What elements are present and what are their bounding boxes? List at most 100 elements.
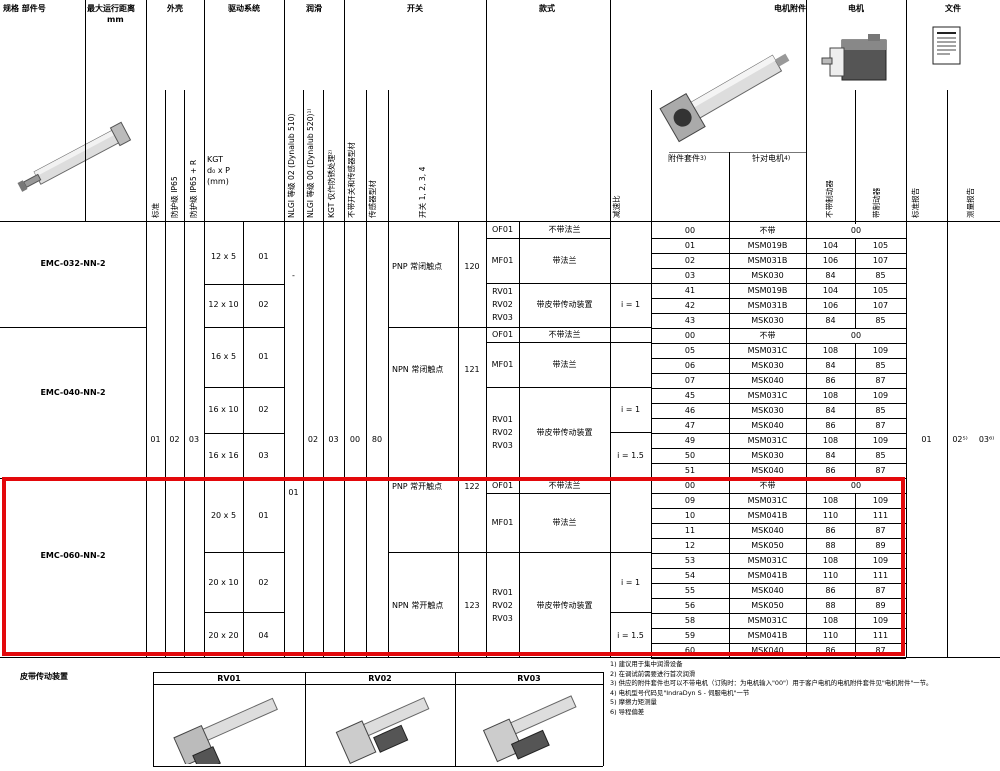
motor-type-cell: MSK030: [751, 271, 784, 280]
accessory-kit-cell: 41: [684, 286, 696, 295]
accessory-kit-cell: 43: [684, 316, 696, 325]
kgt-size-5: 20 x 5: [210, 511, 237, 520]
kgt-label: KGT: [207, 155, 224, 164]
kgt-formula: d₀ x P: [207, 166, 230, 175]
motor-row-divider: [651, 613, 906, 614]
motor-type-cell: MSM031B: [747, 256, 788, 265]
no-brake-cell: 104: [822, 241, 839, 250]
housing-ip65r-code: 03: [188, 435, 200, 444]
brake-cell: 89: [875, 601, 886, 610]
header-motor-accessories: 电机附件: [774, 4, 806, 13]
footnote-2: 2) 在调试前需要进行首次润滑: [610, 669, 696, 678]
brake-cell: 85: [875, 361, 886, 370]
merged-cell-cover: [855, 329, 857, 343]
no-brake-cell: 106: [822, 256, 839, 265]
motor-row-divider: [651, 523, 906, 524]
motor-type-cell: MSM019B: [747, 241, 788, 250]
no-brake-cell: 00: [850, 481, 862, 490]
motor-row-divider: [651, 358, 906, 359]
brake-cell: 85: [875, 451, 886, 460]
product-emc-060: EMC-060-NN-2: [40, 551, 106, 560]
vlabel-no-brake: 不带制动器: [825, 180, 834, 218]
model-rv03-a: RV03: [492, 313, 513, 322]
brake-cell: 111: [872, 631, 889, 640]
model-rv03-c: RV03: [492, 614, 513, 623]
kgt-code-5: 01: [258, 511, 269, 520]
accessory-kit-cell: 03: [684, 271, 696, 280]
brake-cell: 109: [872, 436, 889, 445]
highlight-frame-emc-060: [2, 477, 905, 656]
brake-cell: 111: [872, 511, 889, 520]
brake-cell: 109: [872, 616, 889, 625]
accessory-kit-cell: 59: [684, 631, 696, 640]
motor-row-divider: [651, 598, 906, 599]
brake-cell: 87: [875, 376, 886, 385]
accessory-kit-cell: 50: [684, 451, 696, 460]
no-brake-cell: 86: [825, 421, 836, 430]
switch-npn-nc-code: 121: [464, 365, 480, 374]
motor-type-cell: MSK030: [751, 316, 784, 325]
model-belt-c: 带皮带传动装置: [536, 601, 593, 610]
motor-row-divider: [651, 373, 906, 374]
product-emc-032: EMC-032-NN-2: [40, 259, 106, 268]
motor-accessory-image: [659, 53, 790, 143]
no-brake-cell: 110: [822, 631, 839, 640]
model-rv02-c: RV02: [492, 601, 513, 610]
motor-image: [821, 34, 887, 81]
motor-row-divider: [651, 298, 906, 299]
accessory-kit-cell: 00: [684, 481, 696, 490]
motor-type-cell: MSK040: [751, 466, 784, 475]
kgt-unit: (mm): [207, 177, 229, 186]
vlabel-ip65r: 防护级 IP65 + R: [189, 159, 198, 218]
footnote-3: 3) 供应的附件套件也可以不带电机（订购时：为电机输入"00"）用于客户电机的电…: [610, 679, 933, 687]
kgt-size-0: 12 x 5: [210, 252, 237, 261]
motor-row-divider: [651, 403, 906, 404]
no-brake-cell: 86: [825, 586, 836, 595]
motor-type-cell: MSK030: [751, 361, 784, 370]
header-switch: 开关: [407, 4, 423, 13]
no-brake-cell: 84: [825, 451, 836, 460]
accessory-kit-cell: 51: [684, 466, 696, 475]
motor-row-divider: [651, 553, 906, 554]
brake-cell: 107: [872, 301, 889, 310]
header-model: 款式: [539, 4, 555, 13]
model-flange-c: 带法兰: [552, 518, 577, 527]
lub-dash: -: [292, 271, 295, 280]
motor-type-cell: MSK050: [751, 601, 784, 610]
motor-type-cell: MSK040: [751, 646, 784, 655]
brake-cell: 109: [872, 496, 889, 505]
kgt-code-6: 02: [258, 578, 269, 587]
footer-rv03: RV03: [517, 674, 541, 683]
motor-row-divider: [651, 328, 906, 329]
motor-row-divider: [651, 283, 906, 284]
lub-03: 03: [328, 435, 339, 444]
switch-80: 80: [371, 435, 383, 444]
accessory-kit-cell: 56: [684, 601, 696, 610]
accessory-kit-cell: 06: [684, 361, 696, 370]
model-no-flange-c: 不带法兰: [548, 481, 581, 490]
housing-ip65-code: 02: [169, 435, 180, 444]
model-flange-a: 带法兰: [552, 256, 577, 265]
footer-rv01: RV01: [217, 674, 241, 683]
accessory-kit-cell: 00: [684, 226, 696, 235]
housing-std-code: 01: [150, 435, 161, 444]
vlabel-std-report: 标准报告: [911, 187, 920, 218]
model-mf01-a: MF01: [491, 256, 514, 265]
motor-row-divider: [651, 568, 906, 569]
kgt-code-0: 01: [258, 252, 269, 261]
no-brake-cell: 86: [825, 526, 836, 535]
no-brake-cell: 00: [850, 331, 862, 340]
actuator-image: [17, 121, 132, 192]
document-icon: [932, 26, 961, 65]
rv01-image: [173, 697, 278, 764]
motor-type-cell: MSK040: [751, 376, 784, 385]
motor-type-cell: MSK040: [751, 586, 784, 595]
header-documents: 文件: [945, 4, 961, 13]
motor-row-divider: [651, 658, 906, 659]
motor-row-divider: [651, 253, 906, 254]
model-rv01-b: RV01: [492, 415, 513, 424]
merged-cell-cover: [855, 224, 857, 238]
footer-rv02: RV02: [368, 674, 392, 683]
motor-row-divider: [651, 538, 906, 539]
no-brake-cell: 00: [850, 226, 862, 235]
